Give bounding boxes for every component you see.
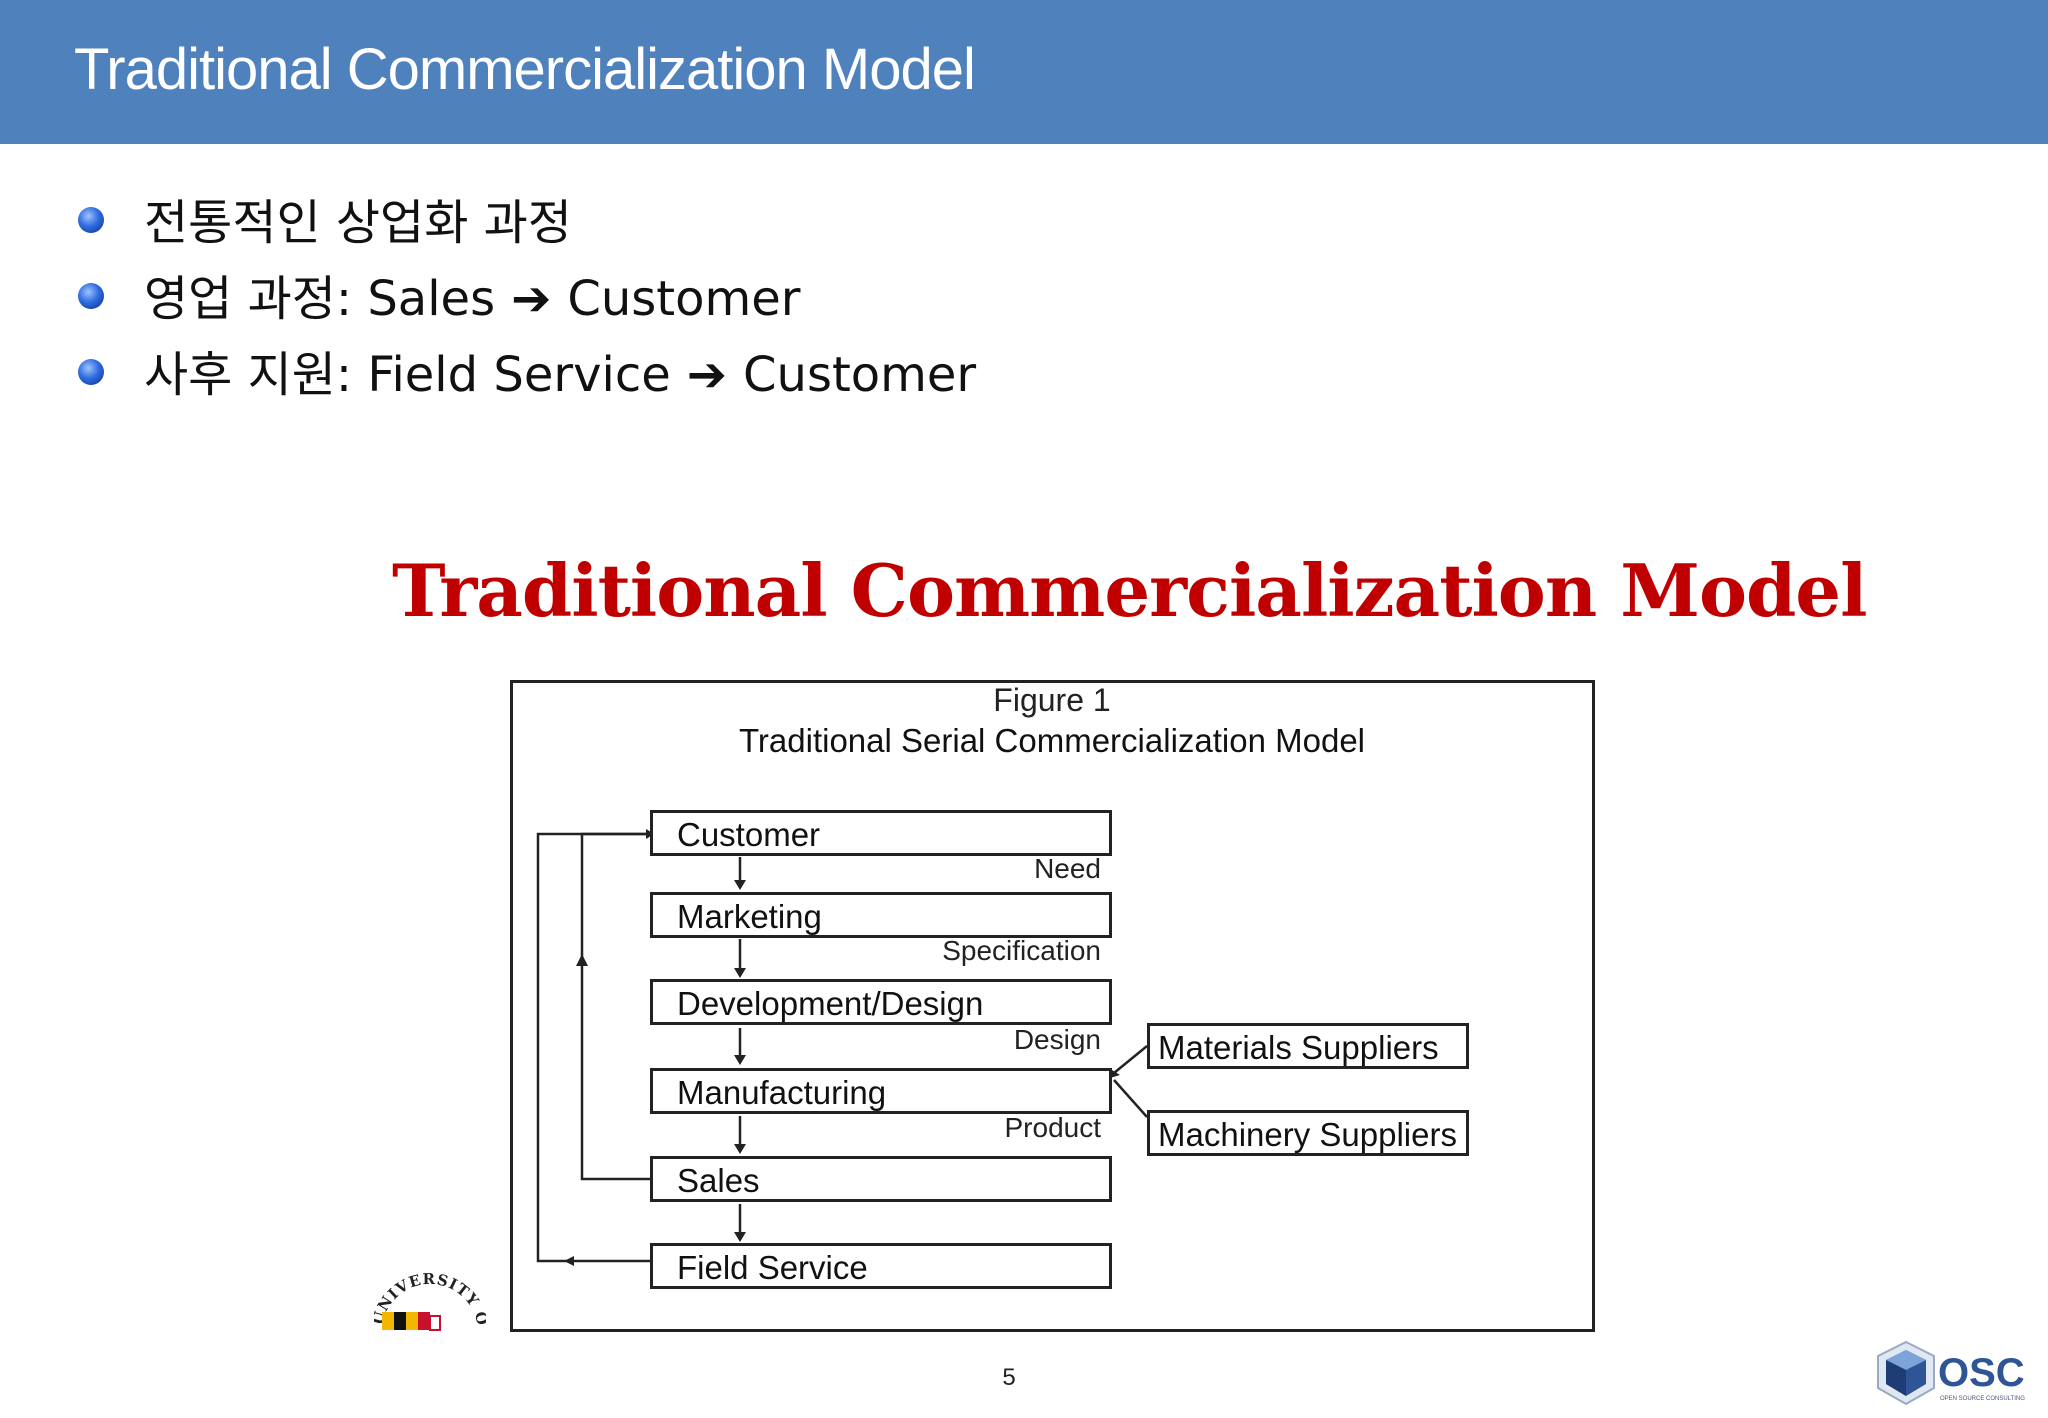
bullet-list: 전통적인 상업화 과정 영업 과정: Sales ➔ Customer 사후 지원:… <box>78 180 976 408</box>
stage-manufacturing: Manufacturing <box>650 1068 1112 1114</box>
figure-caption-number: Figure 1 <box>993 682 1111 718</box>
stage-label: Field Service <box>677 1249 868 1286</box>
stage-customer: Customer <box>650 810 1112 856</box>
bullet-dot-icon <box>78 283 104 309</box>
stage-label: Development/Design <box>677 985 984 1022</box>
bullet-dot-icon <box>78 359 104 385</box>
stage-development-design: Development/Design <box>650 979 1112 1025</box>
flow-label-need: Need <box>1034 853 1101 884</box>
bullet-suffix: Customer <box>567 271 801 327</box>
bullet-text-3: 사후 지원: Field Service ➔ Customer <box>144 335 976 405</box>
bullet-item-3: 사후 지원: Field Service ➔ Customer <box>78 332 976 408</box>
bullet-suffix: Customer <box>743 347 977 403</box>
bullet-item-2: 영업 과정: Sales ➔ Customer <box>78 256 976 332</box>
stage-sales: Sales <box>650 1156 1112 1202</box>
figure-title: Traditional Commercialization Model <box>392 548 1867 633</box>
bullet-text-1: 전통적인 상업화 과정 <box>144 195 572 251</box>
osc-logo-subtext: OPEN SOURCE CONSULTING <box>1940 1396 2025 1402</box>
right-arrow-icon: ➔ <box>511 271 552 327</box>
stage-label: Customer <box>677 816 821 853</box>
stage-label: Marketing <box>677 898 822 935</box>
header-bar: Traditional Commercialization Model <box>0 0 2048 144</box>
bullet-item-1: 전통적인 상업화 과정 <box>78 180 976 256</box>
materials-suppliers-box: Materials Suppliers <box>1147 1023 1469 1069</box>
osc-logo: OSC OPEN SOURCE CONSULTING <box>1877 1340 2025 1406</box>
bullet-prefix: 영업 과정: Sales <box>144 271 496 327</box>
stage-marketing: Marketing <box>650 892 1112 938</box>
machinery-suppliers-box: Machinery Suppliers <box>1147 1110 1469 1156</box>
osc-logo-text: OSC <box>1938 1351 2025 1395</box>
supplier-label: Machinery Suppliers <box>1158 1116 1457 1153</box>
figure-caption-title: Traditional Serial Commercialization Mod… <box>738 722 1366 759</box>
flow-label-design: Design <box>1013 1024 1101 1055</box>
supplier-label: Materials Suppliers <box>1158 1029 1439 1066</box>
flow-label-specification: Specification <box>942 935 1101 966</box>
right-arrow-icon: ➔ <box>686 347 727 403</box>
slide-title: Traditional Commercialization Model <box>74 37 976 102</box>
bullet-prefix: 사후 지원: Field Service <box>144 347 671 403</box>
bullet-dot-icon <box>78 207 104 233</box>
university-seal-logo: UNIVERSITY OF <box>374 1270 486 1331</box>
stage-label: Manufacturing <box>677 1074 887 1111</box>
stage-field-service: Field Service <box>650 1243 1112 1289</box>
flow-label-product: Product <box>1004 1112 1102 1143</box>
bullet-text-2: 영업 과정: Sales ➔ Customer <box>144 259 800 329</box>
page-number: 5 <box>1002 1364 1016 1391</box>
stage-label: Sales <box>677 1162 760 1199</box>
